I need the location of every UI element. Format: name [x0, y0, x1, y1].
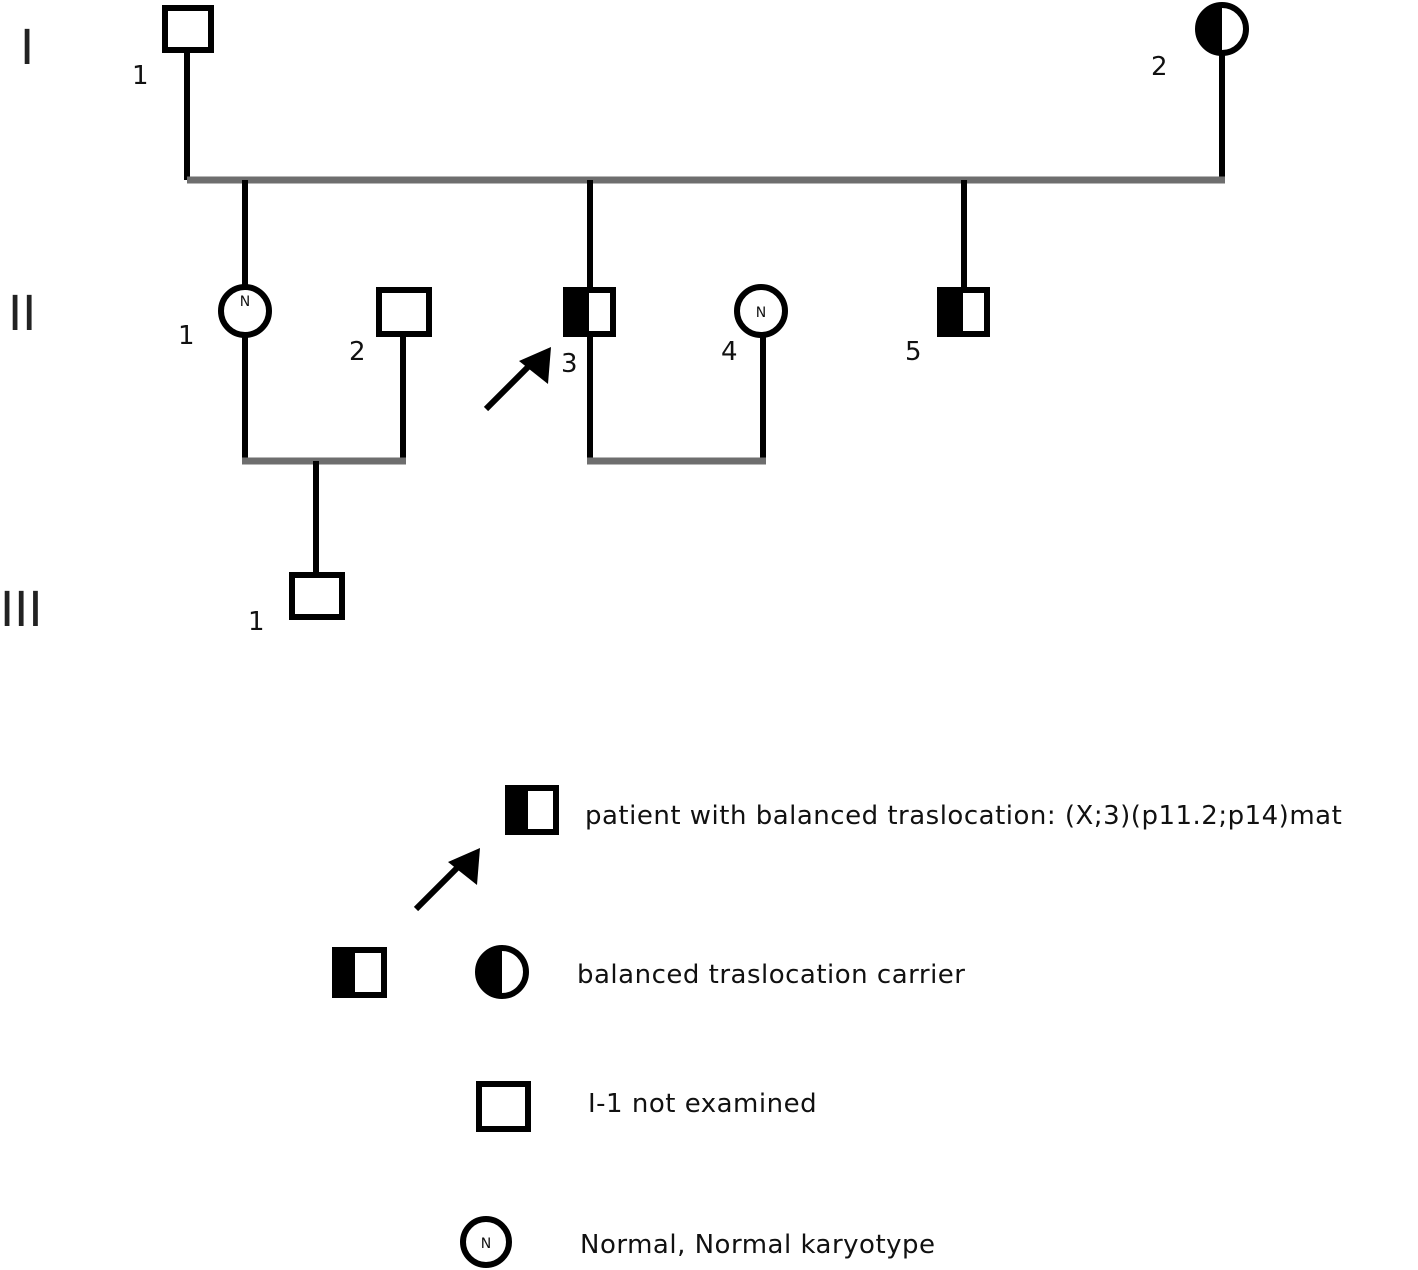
legend-item-normal: N Normal, Normal karyotype [460, 1216, 936, 1268]
individual-II-1: N 1 [178, 284, 272, 351]
individual-number: 1 [178, 321, 195, 351]
individual-III-1: 1 [248, 572, 345, 637]
carrier-half-fill [478, 948, 502, 996]
individual-I-1: 1 [132, 5, 214, 91]
individual-I-2: 2 [1151, 2, 1249, 82]
legend-label-carrier: balanced traslocation carrier [577, 960, 965, 990]
legend-label-proband: patient with balanced traslocation: (X;3… [585, 801, 1342, 831]
proband-arrow-icon [413, 848, 480, 912]
individual-II-2: 2 [349, 287, 432, 367]
male-square-icon [162, 5, 214, 53]
individual-number: 1 [132, 61, 149, 91]
legend-label-normal: Normal, Normal karyotype [580, 1230, 936, 1260]
carrier-half-fill [940, 290, 963, 334]
carrier-half-fill [508, 788, 528, 832]
legend-item-proband: patient with balanced traslocation: (X;3… [413, 785, 1342, 912]
individual-II-5: 5 [905, 287, 990, 367]
male-square-icon [376, 287, 432, 337]
individual-number: 2 [1151, 52, 1168, 82]
proband-arrow-icon [483, 347, 551, 412]
female-circle-icon [460, 1216, 512, 1268]
legend: patient with balanced traslocation: (X;3… [332, 785, 1342, 1268]
carrier-half-fill [566, 290, 589, 334]
legend-label-not-examined: I-1 not examined [588, 1089, 817, 1119]
normal-mark: N [481, 1236, 491, 1252]
generation-label-III: III [0, 582, 42, 638]
female-circle-icon [218, 284, 272, 338]
generation-label-I: I [20, 20, 34, 76]
generation-label-II: II [8, 286, 36, 342]
female-circle-icon [734, 284, 788, 338]
carrier-half-fill [335, 950, 355, 995]
normal-mark: N [240, 294, 250, 310]
individual-II-4: N 4 [721, 284, 788, 367]
individual-number: 2 [349, 337, 366, 367]
individual-number: 3 [561, 349, 578, 379]
individual-II-3: 3 [483, 287, 616, 412]
legend-item-carrier: balanced traslocation carrier [332, 945, 965, 999]
male-square-icon [476, 1081, 531, 1132]
individual-number: 4 [721, 337, 738, 367]
individual-number: 5 [905, 337, 922, 367]
individual-number: 1 [248, 607, 265, 637]
normal-mark: N [756, 305, 766, 321]
legend-item-not-examined: I-1 not examined [476, 1081, 817, 1132]
male-square-icon [289, 572, 345, 620]
carrier-half-fill [1198, 5, 1222, 53]
